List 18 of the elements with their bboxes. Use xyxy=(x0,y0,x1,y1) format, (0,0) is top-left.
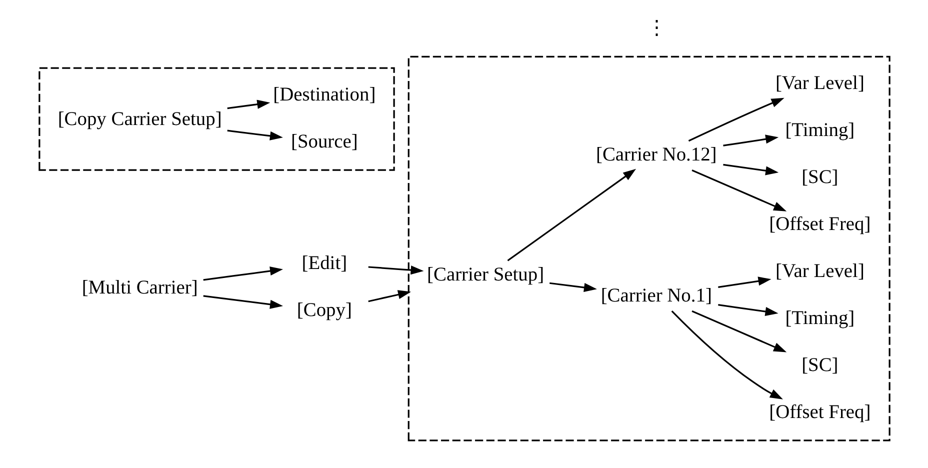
node-text: [Copy] xyxy=(296,300,352,321)
node-text: [SC] xyxy=(801,167,838,188)
node-text: [Var Level] xyxy=(774,73,864,94)
node-text: [Edit] xyxy=(301,252,347,274)
node-text: [Multi Carrier] xyxy=(81,277,198,298)
label: ⋮ xyxy=(646,18,666,40)
node-text: [Carrier Setup] xyxy=(426,264,544,286)
node-text: [Offset Freq] xyxy=(768,214,870,236)
node-text: [SC] xyxy=(801,354,838,376)
node-text: [Carrier No.12] xyxy=(595,144,716,166)
node-text: [Carrier No.1] xyxy=(600,285,712,306)
node-text: [Var Level] xyxy=(774,261,864,282)
node-text: [Timing] xyxy=(784,308,854,330)
node-text: [Copy Carrier Setup] xyxy=(57,108,222,130)
node-text: [Timing] xyxy=(784,120,854,142)
node-text: [Source] xyxy=(290,132,358,153)
node-text: [Destination] xyxy=(272,84,376,106)
node-text: [Offset Freq] xyxy=(768,402,870,423)
